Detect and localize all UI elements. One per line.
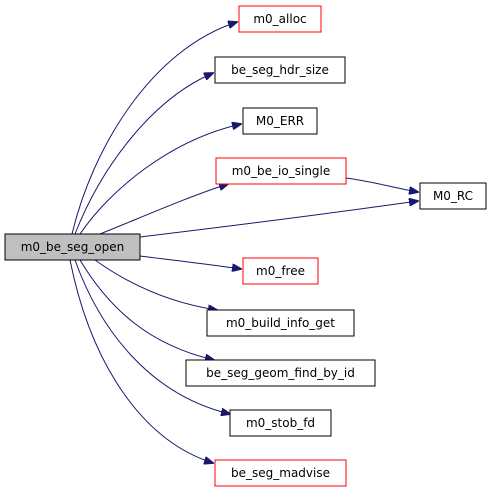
edges-layer <box>69 22 418 463</box>
nodes-layer: m0_be_seg_open m0_alloc be_seg_hdr_sizeM0_… <box>4 5 487 487</box>
node-label-m0-rc: M0_RC <box>433 189 473 203</box>
edge-root-to-be-seg-geom-find-by-id <box>79 259 214 360</box>
node-box-m0-rc <box>419 182 487 210</box>
node-label-be-seg-madvise: be_seg_madvise <box>231 466 330 480</box>
edge-root-to-m0-be-io-single <box>99 184 228 235</box>
node-be-seg-madvise[interactable]: be_seg_madvise <box>214 459 347 487</box>
edge-root-to-m0-err <box>79 124 241 235</box>
edge-m0-be-io-single-to-m0-rc <box>345 177 418 192</box>
edge-root-to-m0-rc <box>139 201 418 238</box>
node-label-be-seg-hdr-size: be_seg_hdr_size <box>231 63 329 77</box>
node-box-be-seg-hdr-size <box>214 56 346 84</box>
node-label-m0-err: M0_ERR <box>256 114 304 128</box>
node-box-m0-stob-fd <box>229 409 332 437</box>
node-label-root: m0_be_seg_open <box>21 240 125 254</box>
node-box-m0-err <box>242 107 318 135</box>
node-be-seg-geom-find-by-id[interactable]: be_seg_geom_find_by_id <box>185 359 376 387</box>
node-m0-err[interactable]: M0_ERR <box>242 107 318 135</box>
node-box-be-seg-madvise <box>214 459 347 487</box>
node-be-seg-hdr-size[interactable]: be_seg_hdr_size <box>214 56 346 84</box>
edge-root-to-m0-free <box>139 255 241 269</box>
edge-root-to-m0-stob-fd <box>74 259 230 414</box>
node-label-m0-build-info-get: m0_build_info_get <box>226 316 335 330</box>
node-m0-build-info-get[interactable]: m0_build_info_get <box>206 309 355 337</box>
node-m0-stob-fd[interactable]: m0_stob_fd <box>229 409 332 437</box>
node-box-be-seg-geom-find-by-id <box>185 359 376 387</box>
edge-root-to-be-seg-hdr-size <box>74 73 213 235</box>
node-box-m0-free <box>242 257 319 285</box>
node-m0-be-io-single[interactable]: m0_be_io_single <box>215 157 347 185</box>
edge-root-to-m0-alloc <box>71 22 237 235</box>
node-m0-alloc[interactable]: m0_alloc <box>238 5 322 33</box>
node-label-m0-stob-fd: m0_stob_fd <box>246 416 315 430</box>
node-label-m0-alloc: m0_alloc <box>253 12 306 26</box>
node-label-be-seg-geom-find-by-id: be_seg_geom_find_by_id <box>206 366 355 380</box>
node-root[interactable]: m0_be_seg_open <box>4 233 141 261</box>
edge-root-to-be-seg-madvise <box>69 259 213 463</box>
node-m0-rc[interactable]: M0_RC <box>419 182 487 210</box>
node-box-root <box>4 233 141 261</box>
node-box-m0-build-info-get <box>206 309 355 337</box>
node-label-m0-be-io-single: m0_be_io_single <box>232 164 331 178</box>
node-box-m0-be-io-single <box>215 157 347 185</box>
node-m0-free[interactable]: m0_free <box>242 257 319 285</box>
edge-root-to-m0-build-info-get <box>94 259 217 310</box>
node-box-m0-alloc <box>238 5 322 33</box>
node-label-m0-free: m0_free <box>256 264 305 278</box>
